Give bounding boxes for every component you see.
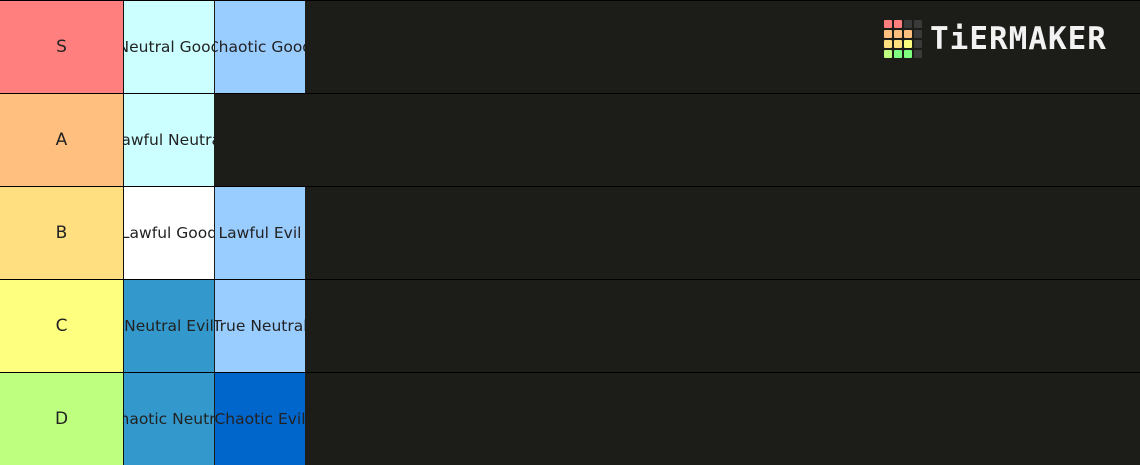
tier-item-text: Lawful Good (124, 224, 215, 242)
tier-label-s[interactable]: S (0, 1, 124, 93)
logo-grid-cell (894, 20, 902, 28)
logo-grid-cell (904, 30, 912, 38)
tier-label-d[interactable]: D (0, 373, 124, 465)
tier-label-a[interactable]: A (0, 94, 124, 186)
logo-grid-cell (884, 30, 892, 38)
tier-item-card[interactable]: Neutral Good (124, 1, 215, 93)
tier-item-card[interactable]: Lawful Evil (215, 187, 306, 279)
logo-grid-cell (894, 30, 902, 38)
logo-grid-cell (914, 30, 922, 38)
tier-item-text: True Neutral (215, 317, 306, 335)
logo-grid-cell (884, 20, 892, 28)
logo-grid-icon (884, 20, 922, 58)
logo-grid-cell (884, 50, 892, 58)
tier-row-s: SNeutral GoodChaotic Good (0, 1, 1140, 93)
tier-item-card[interactable]: Chaotic Good (215, 1, 306, 93)
tier-item-card[interactable]: Lawful Neutral (124, 94, 215, 186)
tier-label-b[interactable]: B (0, 187, 124, 279)
tier-item-text: Lawful Evil (218, 224, 302, 242)
tier-label-c[interactable]: C (0, 280, 124, 372)
tier-item-text: Chaotic Good (215, 38, 305, 56)
tier-items: Neutral GoodChaotic Good (124, 1, 306, 93)
tier-item-card[interactable]: Chaotic Neutral (124, 373, 215, 465)
tier-items: Lawful Neutral (124, 94, 215, 186)
tier-item-text: Chaotic Evil (215, 410, 306, 428)
logo-grid-cell (884, 40, 892, 48)
logo-grid-cell (914, 50, 922, 58)
tier-row-d: DChaotic NeutralChaotic Evil (0, 373, 1140, 465)
tiermaker-logo: TiERMAKER (884, 20, 1107, 58)
tier-item-text: Lawful Neutral (124, 131, 214, 149)
tier-item-card[interactable]: True Neutral (215, 280, 306, 372)
tier-item-text: Neutral Evil (124, 317, 214, 335)
logo-grid-cell (894, 40, 902, 48)
tier-item-text: Chaotic Neutral (124, 410, 215, 428)
tier-items: Chaotic NeutralChaotic Evil (124, 373, 306, 465)
logo-grid-cell (914, 40, 922, 48)
tier-item-card[interactable]: Chaotic Evil (215, 373, 306, 465)
logo-grid-cell (904, 50, 912, 58)
logo-grid-cell (894, 50, 902, 58)
logo-grid-cell (914, 20, 922, 28)
tier-item-card[interactable]: Lawful Good (124, 187, 215, 279)
tier-item-text: Neutral Good (124, 38, 214, 56)
logo-wordmark: TiERMAKER (930, 21, 1107, 57)
tier-item-card[interactable]: Neutral Evil (124, 280, 215, 372)
logo-grid-cell (904, 40, 912, 48)
logo-grid-cell (904, 20, 912, 28)
tier-row-a: ALawful Neutral (0, 94, 1140, 186)
